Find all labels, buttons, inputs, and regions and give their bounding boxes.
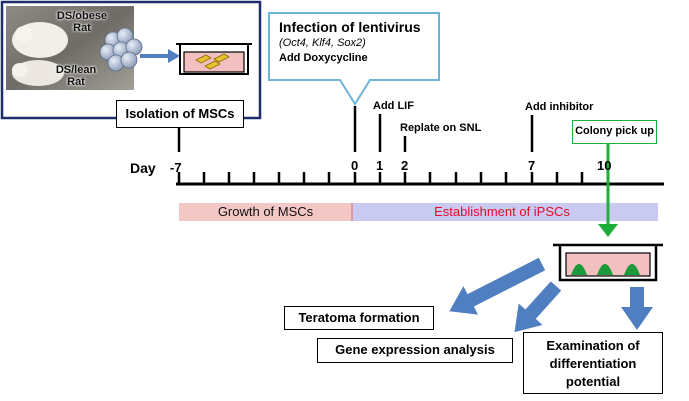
ipsc-colony-dish-icon <box>553 243 663 282</box>
infection-title: Infection of lentivirus <box>279 19 421 35</box>
msc-culture-dish-icon <box>176 43 252 75</box>
isolation-box: Isolation of MSCs <box>116 100 244 128</box>
add-lif-label: Add LIF <box>373 100 414 112</box>
differentiation-arrow-icon <box>621 287 653 330</box>
gene-expression-box: Gene expression analysis <box>317 338 513 363</box>
gene-expression-arrow-icon <box>514 281 562 333</box>
reprogramming-factors: (Oct4, Klf4, Sox2) <box>279 37 366 49</box>
establishment-phase-bar <box>352 203 658 221</box>
day-tick-label: -7 <box>170 160 182 175</box>
establishment-phase-label: Establishment of iPSCs <box>434 204 570 219</box>
differentiation-label-line: differentiation <box>549 356 637 371</box>
transfer-arrow-icon <box>140 49 180 63</box>
lean-rat-label: DS/lean Rat <box>55 64 97 88</box>
colony-pick-arrow-icon <box>598 144 618 237</box>
teratoma-arrow-icon <box>449 257 546 315</box>
isolation-label: Isolation of MSCs <box>125 106 235 121</box>
infection-callout: Infection of lentivirus (Oct4, Klf4, Sox… <box>279 18 439 66</box>
outcome-arrows <box>449 257 653 333</box>
day-tick-label: 1 <box>376 158 384 173</box>
obese-rat-label: DS/obese Rat <box>56 10 108 34</box>
teratoma-box: Teratoma formation <box>284 306 434 330</box>
day-tick-label: 7 <box>528 158 536 173</box>
day-tick-label: 10 <box>597 158 612 173</box>
teratoma-label: Teratoma formation <box>298 310 420 325</box>
day-label: Day <box>130 160 156 176</box>
add-inhibitor-label: Add inhibitor <box>525 101 594 113</box>
growth-phase-bar <box>179 203 352 221</box>
differentiation-box: Examination of differentiation potential <box>523 332 663 394</box>
day-tick-label: 0 <box>351 158 359 173</box>
colony-pick-up-box: Colony pick up <box>572 120 657 144</box>
cell-cluster-icon <box>99 27 143 72</box>
infection-callout-shape <box>268 12 440 106</box>
add-doxycycline-label: Add Doxycycline <box>279 52 368 64</box>
replate-label: Replate on SNL <box>400 122 482 134</box>
differentiation-label-line: potential <box>565 374 621 389</box>
differentiation-label-line: Examination of <box>546 338 640 353</box>
gene-expression-label: Gene expression analysis <box>335 342 495 357</box>
colony-pick-up-label: Colony pick up <box>575 125 654 137</box>
growth-phase-label: Growth of MSCs <box>217 204 314 219</box>
day-tick-label: 2 <box>401 158 409 173</box>
timeline-ticks <box>177 172 610 184</box>
